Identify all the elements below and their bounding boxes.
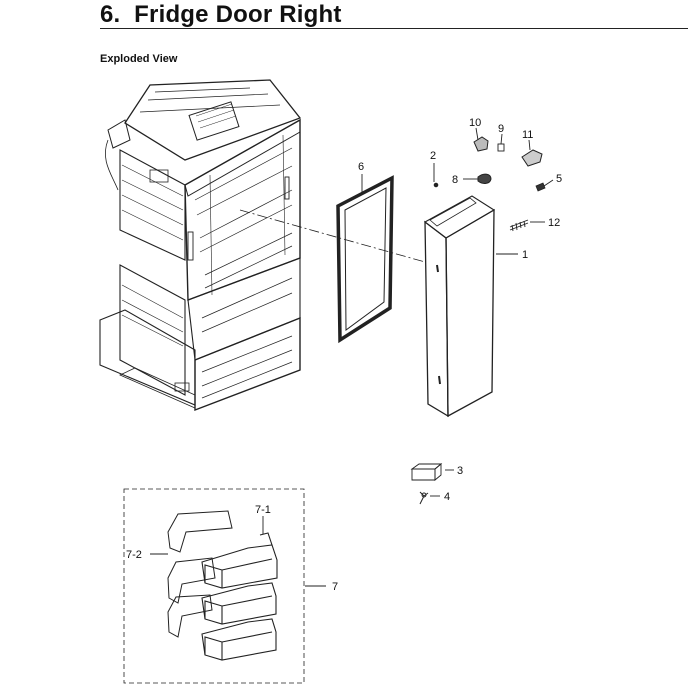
callout-7: 7	[332, 581, 338, 593]
page-title: 6. Fridge Door Right	[100, 1, 342, 29]
callout-9: 9	[498, 123, 504, 135]
alignment-line	[239, 209, 426, 263]
callout-4: 4	[444, 491, 450, 503]
callout-6: 6	[358, 161, 364, 173]
callout-5: 5	[556, 173, 562, 185]
title-divider	[100, 28, 688, 29]
callout-3: 3	[457, 465, 463, 477]
leader-lines	[150, 127, 554, 587]
callout-7-1: 7-1	[255, 504, 271, 516]
small-parts-drawing	[410, 463, 443, 505]
callout-1: 1	[522, 249, 528, 261]
door-bins-drawing	[123, 488, 305, 684]
view-label: Exploded View	[100, 53, 178, 65]
callout-10: 10	[469, 117, 481, 129]
callout-12: 12	[548, 217, 560, 229]
callout-7-2: 7-2	[126, 549, 142, 561]
section-title: Fridge Door Right	[134, 1, 342, 28]
callout-2: 2	[430, 150, 436, 162]
hinge-parts-drawing	[433, 136, 546, 232]
section-number: 6.	[100, 1, 121, 28]
fridge-cabinet-drawing	[99, 79, 302, 412]
door-gasket-drawing	[336, 175, 394, 344]
callout-8: 8	[452, 174, 458, 186]
fridge-door-drawing	[423, 195, 496, 418]
callout-11: 11	[522, 129, 533, 141]
